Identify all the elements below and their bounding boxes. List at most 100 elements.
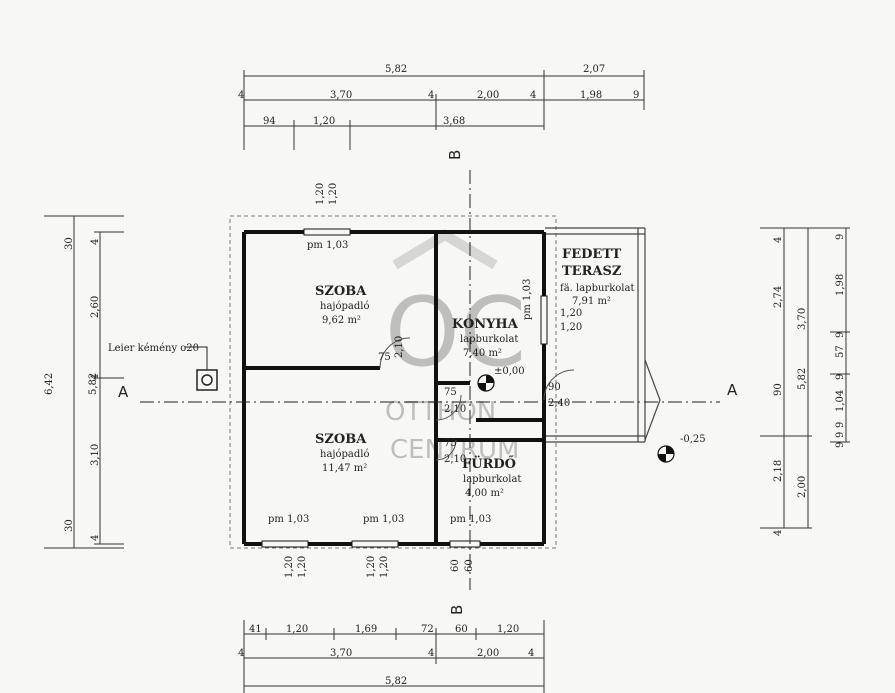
room-terasz-area: 7,91 m² — [572, 296, 611, 307]
room-terasz-name1: FEDETT — [562, 247, 622, 262]
dim-top-2-g: 9 — [633, 90, 639, 101]
watermark-oc: OC — [385, 278, 526, 388]
walls — [242, 230, 546, 546]
chimney-icon — [196, 369, 218, 391]
window-bottom2-w2: 1,20 — [379, 556, 390, 578]
dim-right-c5: 9 — [835, 374, 846, 380]
dim-left-6: 4 — [90, 535, 101, 541]
room-szoba1-area: 9,62 m² — [322, 315, 361, 326]
door-furdo-h: 2,10 — [444, 454, 466, 465]
dim-top-2-e: 4 — [530, 90, 536, 101]
dim-top-3-a: 94 — [263, 116, 276, 127]
door-furdo-w: 75 — [444, 438, 457, 449]
dim-right-c2: 1,98 — [835, 274, 846, 296]
section-a-left: A — [118, 383, 129, 401]
dim-lines-left — [44, 215, 124, 549]
window-top-w2: 1,20 — [328, 183, 339, 205]
section-a-right: A — [727, 381, 738, 399]
dim-bottom-1-c: 1,69 — [355, 624, 377, 635]
window-bottom2-label: pm 1,03 — [363, 514, 404, 525]
dim-right-c6: 1,04 — [835, 390, 846, 412]
window-bottom1-label: pm 1,03 — [268, 514, 309, 525]
dim-top-3-c: 3,68 — [443, 116, 465, 127]
room-terasz-name2: TERASZ — [562, 264, 622, 279]
window-bottom1-w1: 1,20 — [284, 556, 295, 578]
window-top-w1: 1,20 — [315, 183, 326, 205]
section-lines — [140, 170, 720, 590]
dim-bottom-2-e: 4 — [528, 648, 534, 659]
level-terrace-label: -0,25 — [680, 434, 706, 445]
section-b-bottom: B — [448, 605, 466, 615]
level-0-label: ±0,00 — [494, 366, 525, 377]
dim-left-2: 4 — [90, 239, 101, 245]
dim-right-c8: 9 — [835, 432, 846, 438]
dim-left-mid: 5,82 — [88, 373, 99, 395]
room-szoba2-name: SZOBA — [315, 432, 367, 447]
room-szoba2-area: 11,47 m² — [322, 463, 367, 474]
dim-bottom-1-d: 72 — [421, 624, 434, 635]
room-konyha-name: KONYHA — [452, 317, 519, 332]
door-terrace-h: 2,40 — [548, 398, 570, 409]
level-marker-terrace-icon — [657, 445, 675, 463]
door-hall-h: 2,10 — [444, 404, 466, 415]
dim-right-b3: 2,00 — [797, 476, 808, 498]
dim-bottom-2-a: 4 — [238, 648, 244, 659]
dim-right-c7: 9 — [835, 422, 846, 428]
room-szoba2-floor: hajópadló — [320, 449, 370, 460]
dim-bottom-2-b: 3,70 — [330, 648, 352, 659]
dim-right-c9: 9 — [835, 442, 846, 448]
dim-right-a3: 90 — [773, 383, 784, 396]
window-top-label: pm 1,03 — [307, 240, 348, 251]
level-marker-icon — [477, 374, 495, 392]
room-furdo-name: FÜRDŐ — [462, 455, 516, 472]
dim-right-c3: 9 — [835, 332, 846, 338]
building-outline — [229, 215, 557, 549]
room-furdo-floor: lapburkolat — [463, 474, 521, 485]
window-kitchen-w2: 1,20 — [560, 322, 582, 333]
dim-top-1-a: 5,82 — [385, 64, 407, 75]
terrace-outline — [545, 227, 661, 443]
window-bottom3-label: pm 1,03 — [450, 514, 491, 525]
window-marks — [261, 228, 548, 548]
dim-top-1-b: 2,07 — [583, 64, 605, 75]
dim-lines-right — [760, 227, 850, 529]
watermark-logo: OC OTTHON CENTRUM — [385, 229, 526, 465]
door-hall-w: 75 — [444, 387, 457, 398]
dim-right-a1: 4 — [773, 237, 784, 243]
room-szoba1-floor: hajópadló — [320, 301, 370, 312]
window-bottom2-w1: 1,20 — [366, 556, 377, 578]
room-furdo-area: 4,00 m² — [465, 488, 504, 499]
dim-lines-top — [243, 70, 645, 150]
dim-left-3: 2,60 — [90, 296, 101, 318]
door-szoba1-h: 2,10 — [394, 336, 405, 358]
dim-bottom-1-e: 60 — [455, 624, 468, 635]
dim-left-outer: 6,42 — [44, 373, 55, 395]
window-bottom3-w2: 60 — [464, 559, 475, 572]
dim-right-a5: 4 — [773, 530, 784, 536]
window-bottom3-w1: 60 — [450, 559, 461, 572]
dim-bottom-1-b: 1,20 — [286, 624, 308, 635]
door-terrace-w: 90 — [548, 382, 561, 393]
door-szoba1-w: 75 — [378, 352, 391, 363]
room-konyha-area: 7,40 m² — [463, 348, 502, 359]
dim-left-1: 30 — [64, 237, 75, 250]
room-terasz-floor: fä. lapburkolat — [560, 283, 634, 294]
dim-top-3-b: 1,20 — [313, 116, 335, 127]
dim-left-5: 3,10 — [90, 444, 101, 466]
chimney-label: Leier kémény o20 — [108, 343, 199, 354]
dim-top-2-c: 4 — [428, 90, 434, 101]
dim-right-a2: 2,74 — [773, 286, 784, 308]
room-konyha-floor: lapburkolat — [460, 334, 518, 345]
dim-bottom-1-f: 1,20 — [497, 624, 519, 635]
window-kitchen-w1: 1,20 — [560, 308, 582, 319]
dim-right-c4: 57 — [835, 345, 846, 358]
dim-right-a4: 2,18 — [773, 460, 784, 482]
dim-top-2-d: 2,00 — [477, 90, 499, 101]
dim-bottom-2-d: 2,00 — [477, 648, 499, 659]
dim-lines-bottom — [243, 620, 545, 693]
dim-top-2-a: 4 — [238, 90, 244, 101]
dim-bottom-2-c: 4 — [428, 648, 434, 659]
section-b-top: B — [446, 150, 464, 160]
doors — [379, 337, 575, 461]
